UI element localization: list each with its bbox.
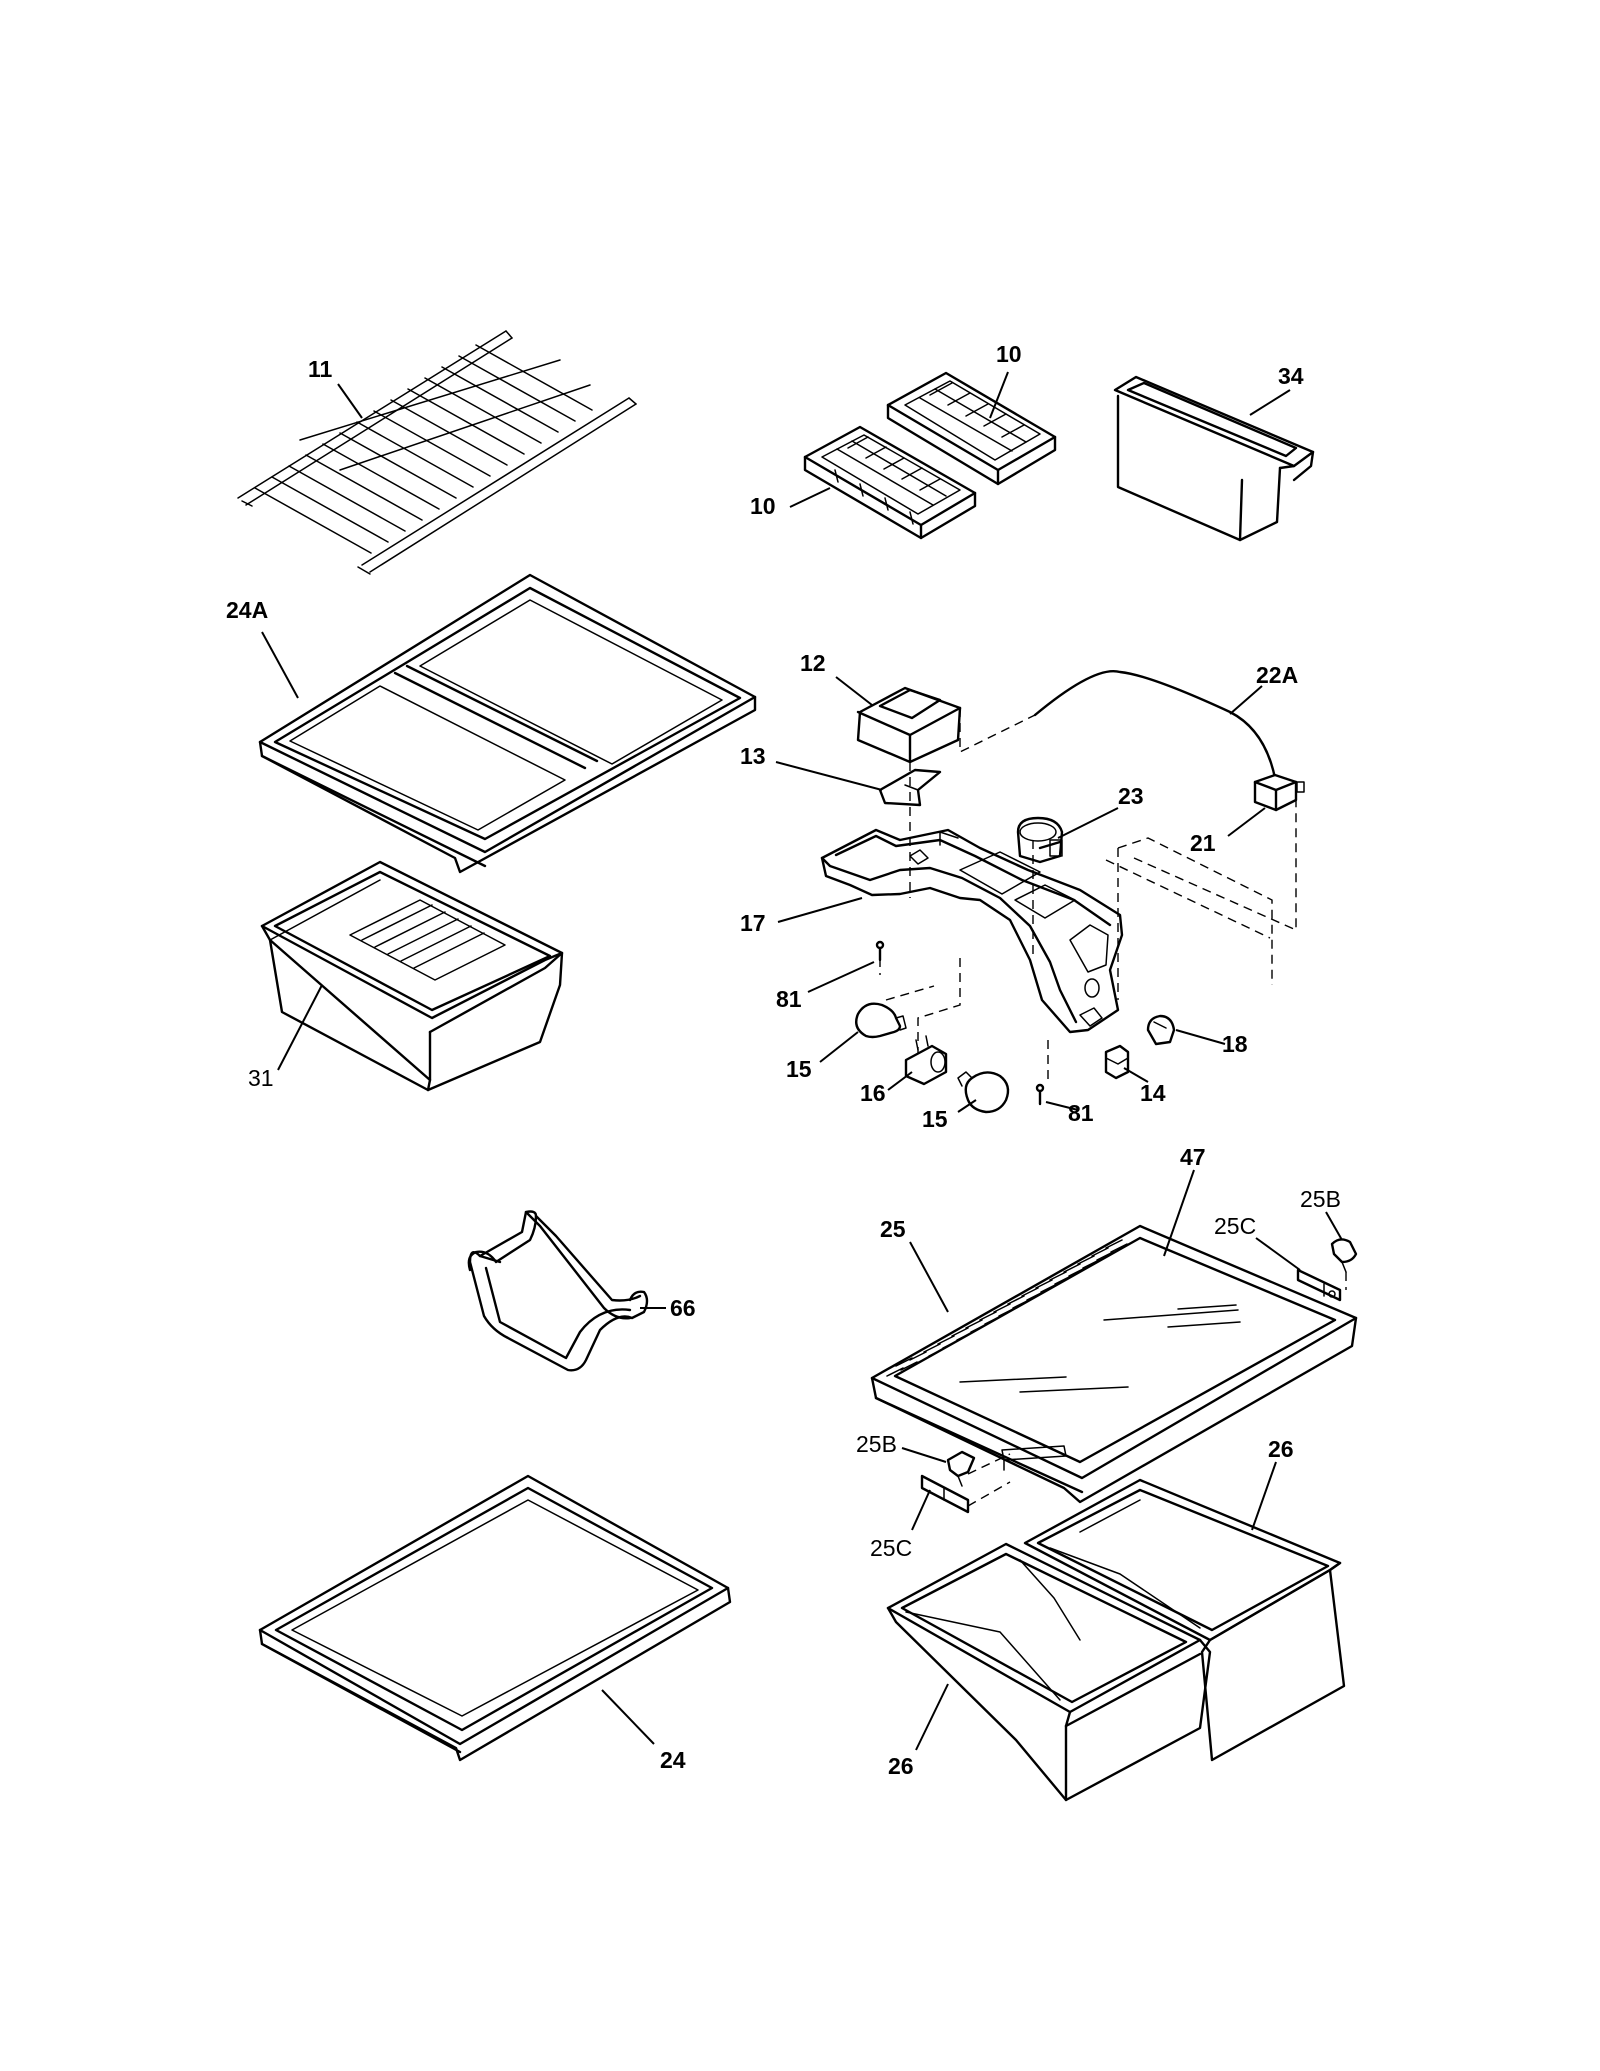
leader-15-upper (819, 1031, 859, 1063)
glass-shelf-24a (258, 573, 757, 874)
assembly-guides (879, 762, 1297, 1080)
lamp-socket-16 (904, 1035, 948, 1086)
meat-drawer (260, 860, 564, 1092)
leader-14 (1123, 1067, 1149, 1083)
crisper-drawer-26-right (1023, 1478, 1346, 1762)
wire-rack-66 (467, 1210, 649, 1372)
light-bracket-17 (820, 828, 1124, 1034)
leader-31 (277, 984, 323, 1071)
leader-10 (789, 371, 1009, 508)
callout-25c-lower: 25C (870, 1535, 912, 1561)
callout-13: 13 (740, 743, 766, 769)
leader-34 (1249, 389, 1291, 416)
callout-labels: 11 10 10 34 24A 12 22A 13 23 21 17 31 81… (226, 341, 1341, 1779)
light-switch-14 (1104, 1044, 1130, 1080)
callout-22a: 22A (1256, 662, 1298, 688)
cover-support-25c-lower (920, 1474, 970, 1514)
damper-13 (878, 768, 942, 807)
callout-25: 25 (880, 1216, 906, 1242)
leader-18 (1175, 1029, 1226, 1045)
ice-tray-upper (886, 371, 1057, 486)
freezer-bin (1113, 375, 1315, 542)
callout-25b-lower: 25B (856, 1431, 897, 1457)
callout-25c-upper: 25C (1214, 1213, 1256, 1239)
callout-81-lower: 81 (1068, 1100, 1094, 1126)
callout-23: 23 (1118, 783, 1144, 809)
crisper-cover-25 (870, 1224, 1358, 1504)
callout-21: 21 (1190, 830, 1216, 856)
callout-34: 34 (1278, 363, 1304, 389)
callout-16: 16 (860, 1080, 886, 1106)
callout-81-upper: 81 (776, 986, 802, 1012)
leader-15-lower (957, 1099, 977, 1113)
leader-25b-upper (1325, 1211, 1343, 1241)
callout-25b-upper: 25B (1300, 1186, 1341, 1212)
knob-18 (1146, 1014, 1176, 1046)
callout-31: 31 (248, 1065, 274, 1091)
leader-24a (261, 631, 299, 699)
cover-clip-25b-upper (1330, 1238, 1358, 1273)
callout-26-lower: 26 (888, 1753, 914, 1779)
leader-17 (777, 897, 863, 923)
callout-15-lower: 15 (922, 1106, 948, 1132)
leader-12 (835, 676, 873, 706)
callout-14: 14 (1140, 1080, 1166, 1106)
screw-81-upper (875, 940, 885, 962)
leader-81-lower (1045, 1101, 1079, 1111)
control-housing-12 (856, 686, 962, 764)
callout-26-upper: 26 (1268, 1436, 1294, 1462)
callout-24: 24 (660, 1747, 686, 1773)
callout-11: 11 (308, 356, 333, 382)
leader-81-upper (807, 961, 875, 993)
wire-shelf (237, 330, 637, 575)
callout-18: 18 (1222, 1031, 1248, 1057)
leader-26-upper (1251, 1461, 1277, 1531)
crisper-drawer-26-left (886, 1542, 1212, 1802)
leader-47 (1163, 1169, 1195, 1257)
guide-25c-lower (967, 1481, 1011, 1507)
screw-81-lower (1035, 1083, 1045, 1106)
thermostat-23 (1016, 816, 1064, 864)
wire-harness-22a (959, 669, 1277, 780)
glass-shelf-24 (258, 1474, 732, 1762)
leader-25c-lower (911, 1489, 931, 1531)
leader-25 (909, 1241, 949, 1313)
leader-11 (337, 383, 363, 419)
leader-22a (1229, 685, 1263, 715)
cover-clip-25b-lower (946, 1450, 976, 1487)
leader-25b-lower (901, 1447, 947, 1463)
callout-15-upper: 15 (786, 1056, 812, 1082)
callout-47: 47 (1180, 1144, 1206, 1170)
callout-66: 66 (670, 1295, 696, 1321)
callout-12: 12 (800, 650, 826, 676)
cover-support-25c-upper (1296, 1268, 1342, 1302)
light-bulb-15-upper (855, 1002, 907, 1039)
callout-10-lower: 10 (750, 493, 776, 519)
leader-23 (1057, 807, 1119, 839)
leader-21 (1227, 807, 1266, 837)
ice-tray-lower (803, 425, 977, 540)
connector-21 (1253, 773, 1305, 812)
callout-24a: 24A (226, 597, 268, 623)
light-bulb-15-lower (957, 1071, 1010, 1114)
leader-25c-upper (1255, 1237, 1301, 1271)
leader-26-lower (915, 1683, 949, 1751)
callout-17: 17 (740, 910, 766, 936)
leader-13 (775, 761, 883, 791)
leader-24 (601, 1689, 655, 1745)
guide-25b-lower (967, 1453, 1011, 1475)
callout-10-upper: 10 (996, 341, 1022, 367)
leader-16 (887, 1071, 913, 1091)
